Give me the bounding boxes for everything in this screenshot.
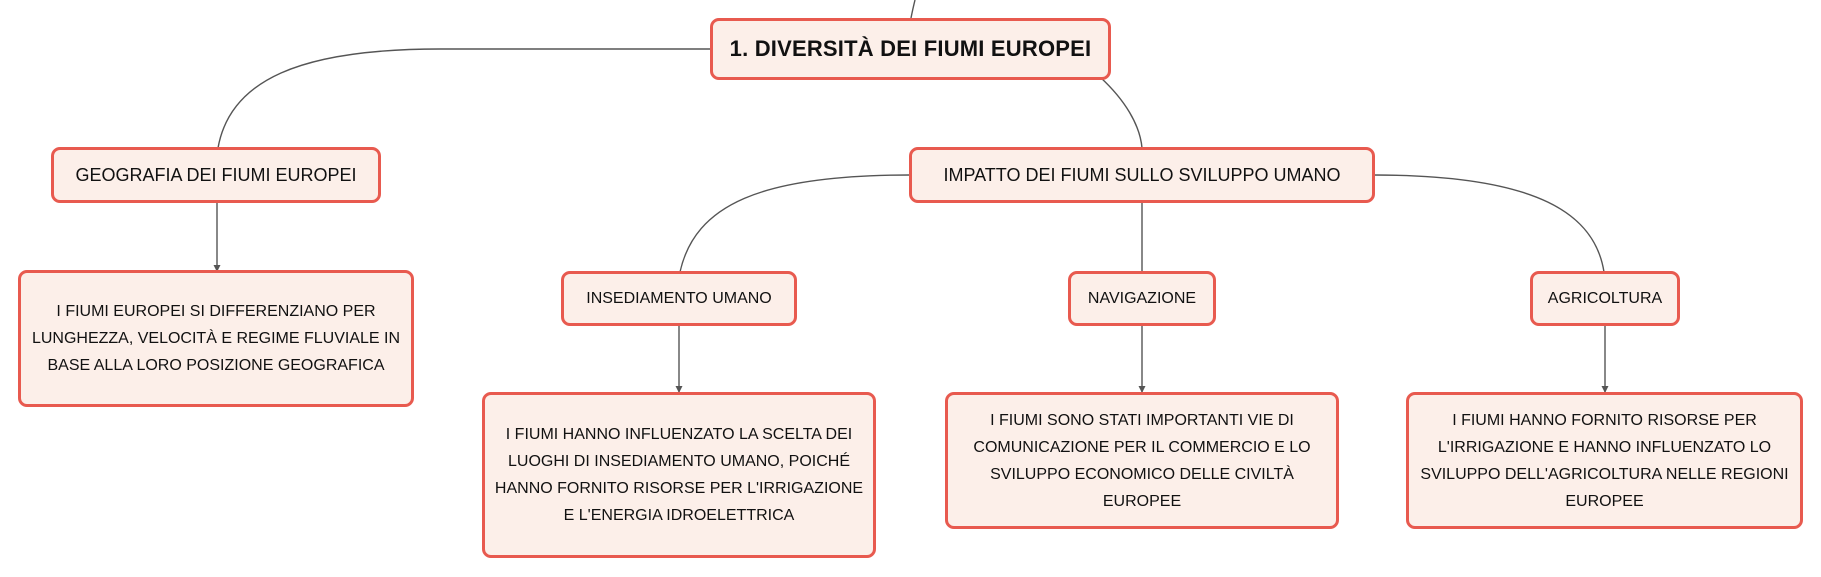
- note-agricoltura[interactable]: I FIUMI HANNO FORNITO RISORSE PER L'IRRI…: [1406, 392, 1803, 529]
- note-insediamento[interactable]: I FIUMI HANNO INFLUENZATO LA SCELTA DEI …: [482, 392, 876, 558]
- central-topic[interactable]: 1. DIVERSITÀ DEI FIUMI EUROPEI: [710, 18, 1111, 80]
- subtopic-insediamento[interactable]: INSEDIAMENTO UMANO: [561, 271, 797, 326]
- topic-geografia[interactable]: GEOGRAFIA DEI FIUMI EUROPEI: [51, 147, 381, 203]
- note-geografia[interactable]: I FIUMI EUROPEI SI DIFFERENZIANO PER LUN…: [18, 270, 414, 407]
- subtopic-navigazione[interactable]: NAVIGAZIONE: [1068, 271, 1216, 326]
- note-navigazione[interactable]: I FIUMI SONO STATI IMPORTANTI VIE DI COM…: [945, 392, 1339, 529]
- subtopic-agricoltura[interactable]: AGRICOLTURA: [1530, 271, 1680, 326]
- topic-impatto[interactable]: IMPATTO DEI FIUMI SULLO SVILUPPO UMANO: [909, 147, 1375, 203]
